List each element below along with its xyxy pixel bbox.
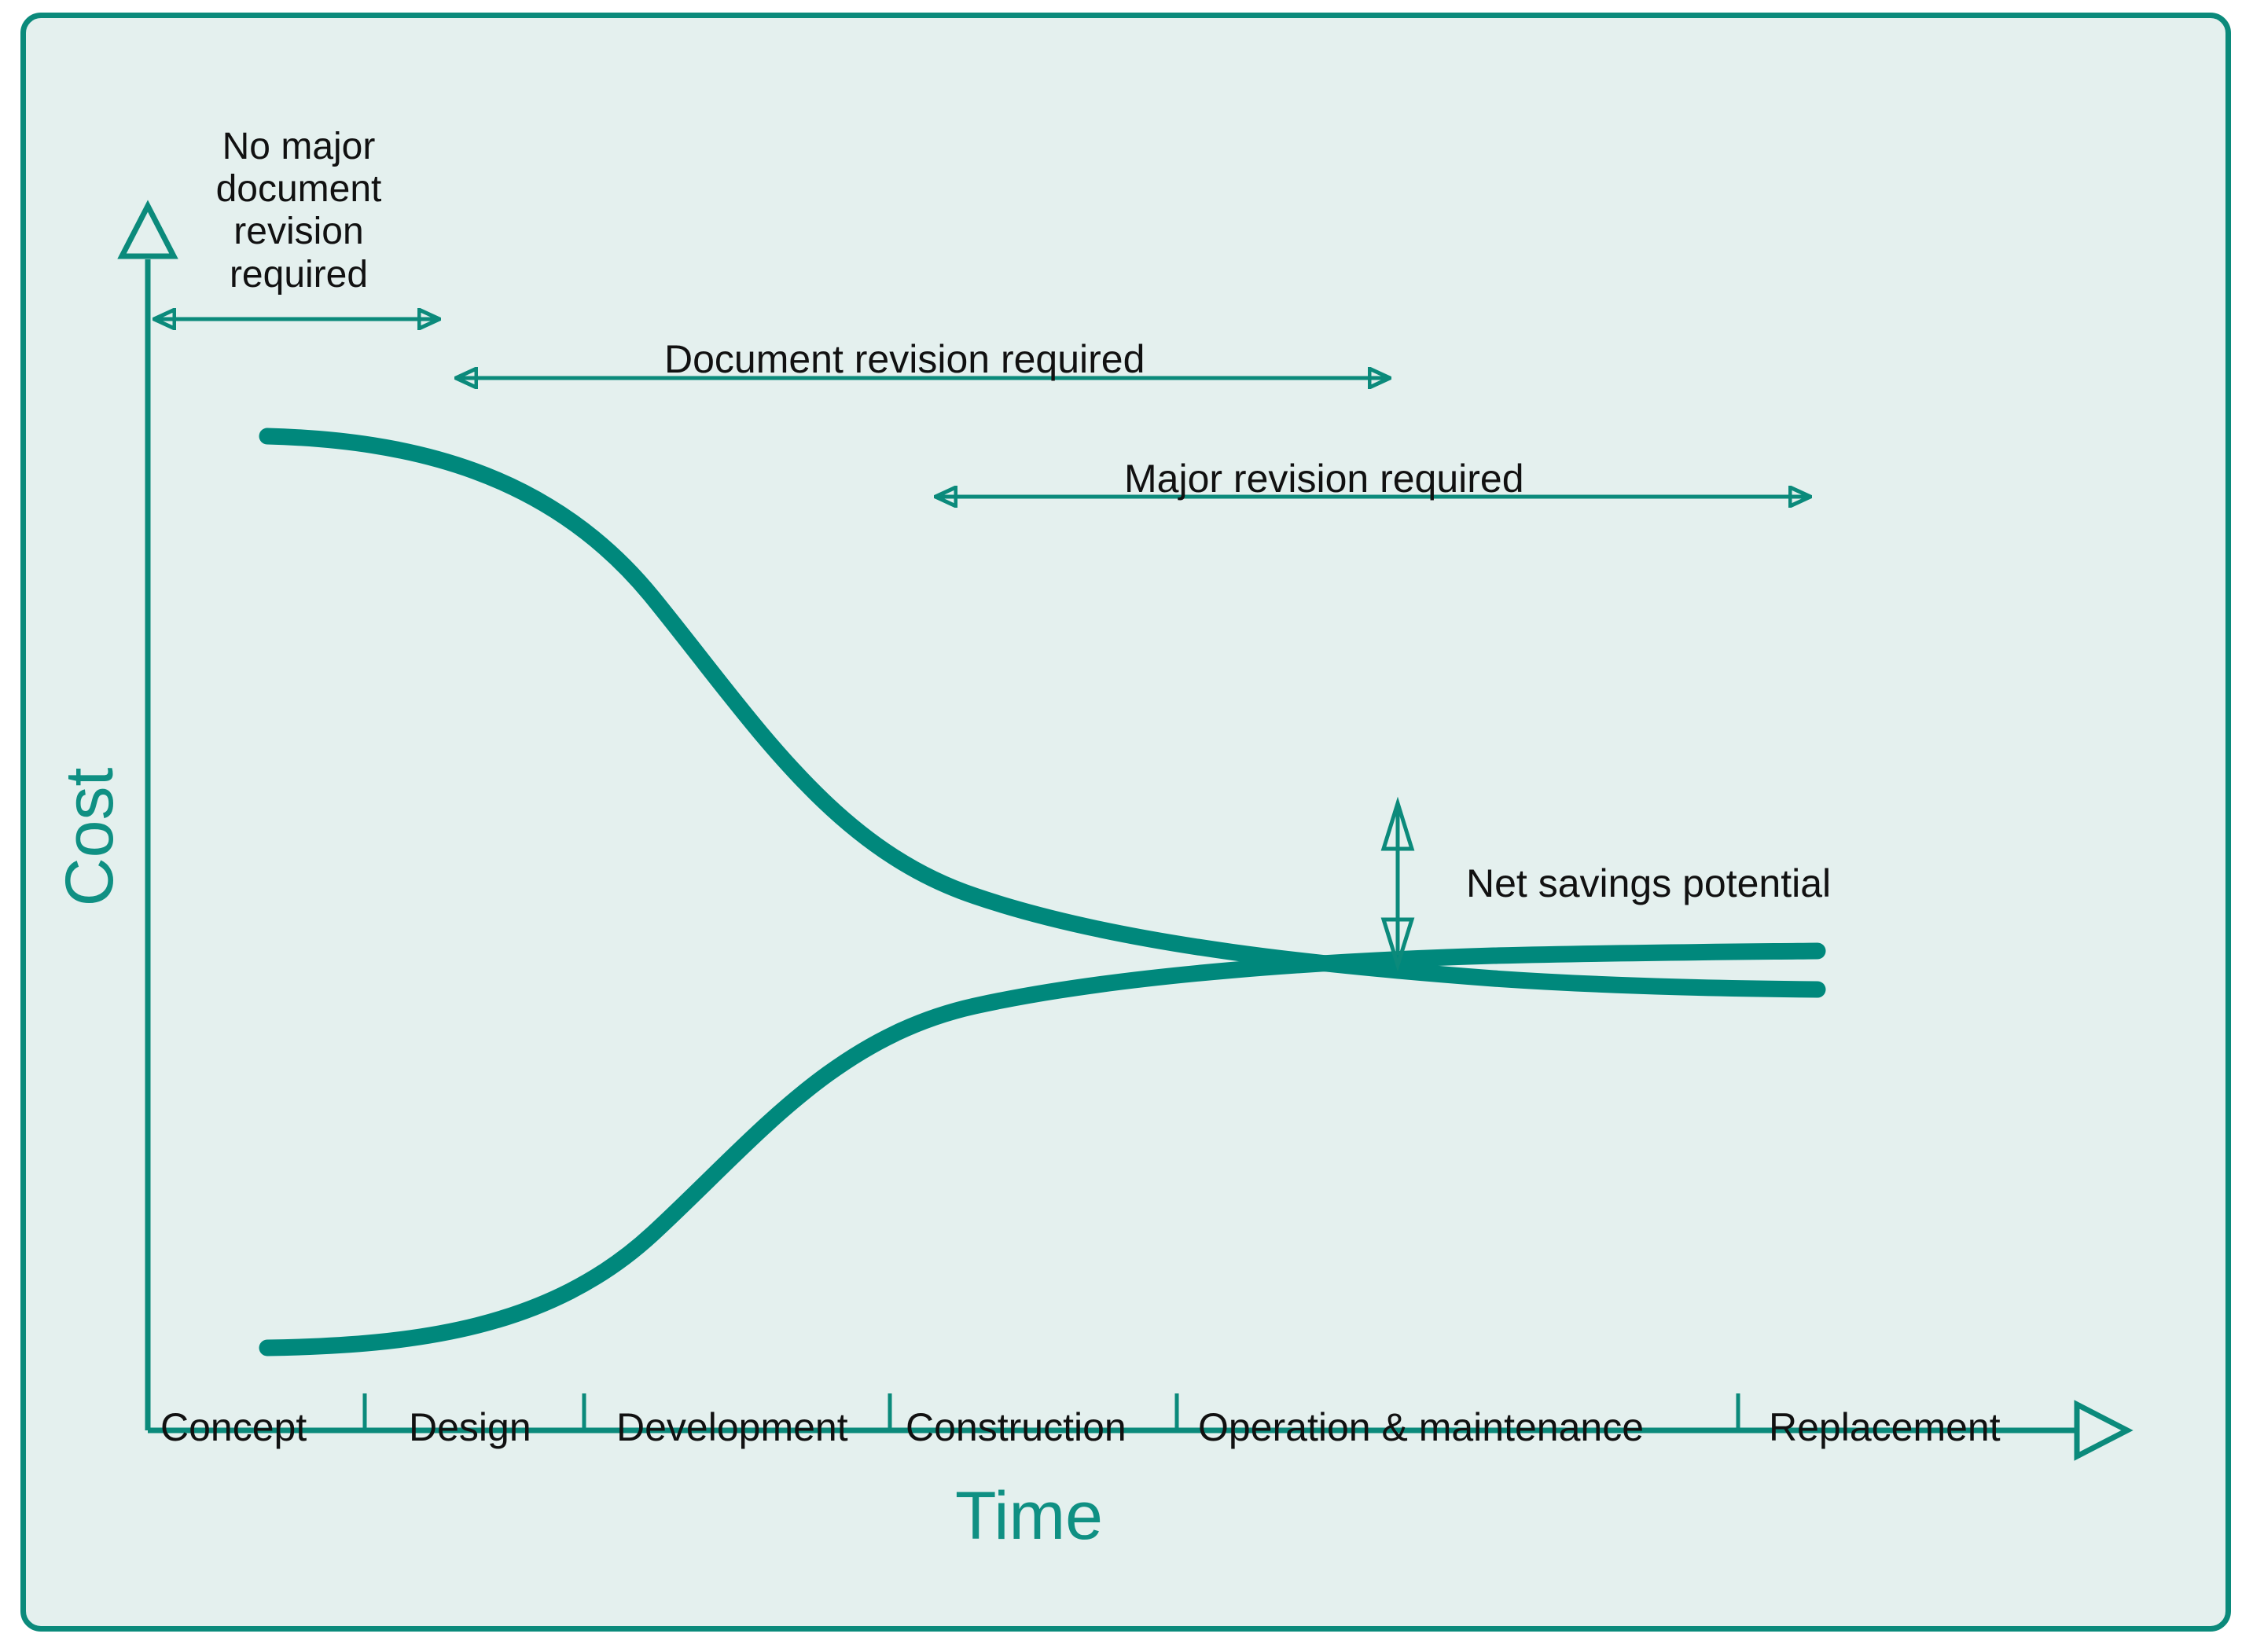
lower-cost-curve [259, 942, 1826, 1356]
y-axis [117, 200, 178, 1430]
annotation-arrow-net-savings [1380, 796, 1415, 972]
y-axis-title: Cost [52, 767, 127, 907]
annotation-label-major-revision: Major revision required [1124, 457, 1524, 501]
no-major-revision-line-2: document [215, 168, 382, 211]
no-major-revision-line-4: required [229, 253, 369, 296]
annotation-label-document-revision: Document revision required [664, 337, 1145, 381]
x-axis-stage-label-development: Development [616, 1405, 848, 1449]
diagram-panel-border [20, 13, 2231, 1632]
y-axis-arrowhead [117, 200, 178, 259]
x-axis-stage-label-replacement: Replacement [1769, 1405, 2001, 1449]
x-axis [148, 1400, 2134, 1461]
annotation-label-net-savings: Net savings potential [1466, 861, 1832, 905]
x-axis-stage-label-operation-maintenance: Operation & maintenance [1198, 1405, 1645, 1449]
x-axis-stage-label-construction: Construction [906, 1405, 1126, 1449]
upper-cost-curve [259, 428, 1826, 998]
x-axis-arrowhead [2074, 1400, 2134, 1461]
annotation-label-no-major-revision: No major document revision required [185, 126, 413, 296]
x-axis-title: Time [955, 1478, 1103, 1554]
x-axis-stage-dividers [362, 1393, 1740, 1430]
no-major-revision-line-3: revision [233, 211, 364, 253]
x-axis-stage-label-design: Design [409, 1405, 531, 1449]
no-major-revision-line-1: No major [222, 126, 376, 167]
x-axis-stage-label-concept: Concept [160, 1405, 307, 1449]
net-savings-arrowhead-up [1380, 796, 1415, 851]
net-savings-arrowhead-down [1380, 917, 1415, 972]
